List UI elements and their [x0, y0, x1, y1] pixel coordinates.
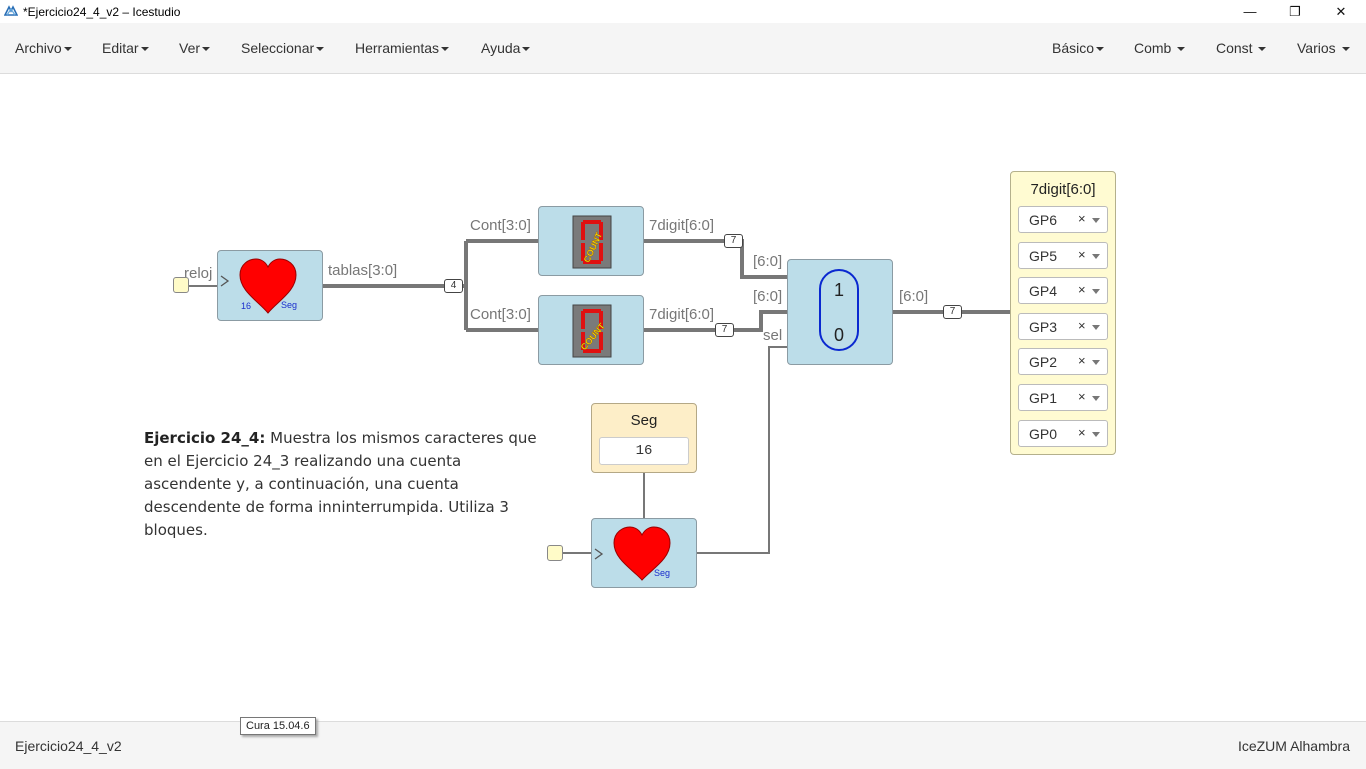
clock-input-port-2[interactable]: [547, 545, 563, 561]
clock-input-label: reloj: [184, 265, 213, 282]
pin-select-gp5[interactable]: GP5×: [1018, 242, 1108, 269]
minimize-icon: —: [1243, 4, 1257, 19]
pin-select-gp2[interactable]: GP2×: [1018, 348, 1108, 375]
prescaler-block-16[interactable]: 16 Seg: [217, 250, 323, 321]
chevron-down-icon[interactable]: [1092, 325, 1100, 330]
pin-select-gp0[interactable]: GP0×: [1018, 420, 1108, 447]
menu-herramientas[interactable]: Herramientas: [355, 40, 450, 56]
comment-title: Ejercicio 24_4:: [144, 429, 266, 447]
wires-layer: [189, 239, 1010, 554]
chevron-down-icon[interactable]: [1092, 360, 1100, 365]
menu-varios[interactable]: Varios: [1297, 40, 1350, 56]
wire-sel: [697, 346, 788, 554]
mux-sel-label: sel: [763, 327, 783, 344]
menu-bar: Archivo Editar Ver Seleccionar Herramien…: [0, 23, 1366, 74]
menu-ayuda[interactable]: Ayuda: [481, 40, 531, 56]
version-tooltip: Cura 15.04.6: [240, 717, 316, 735]
seven-segment-up-icon: COUNT: [572, 215, 612, 269]
prescaler-number: 16: [241, 301, 251, 311]
counter-up-input-label: Cont[3:0]: [470, 217, 531, 234]
constant-seg-block[interactable]: Seg 16: [591, 403, 697, 473]
caret-down-icon: [1177, 47, 1186, 52]
counter-down-output-label: 7digit[6:0]: [649, 306, 715, 323]
caret-down-icon: [63, 47, 72, 52]
output-port-title: 7digit[6:0]: [1030, 181, 1096, 198]
mux-value-1: 1: [833, 280, 844, 300]
close-icon: ✕: [1335, 3, 1347, 19]
prescaler-tag: Seg: [654, 568, 670, 578]
bus-width-badge: 7: [715, 323, 734, 337]
constant-name: Seg: [630, 412, 658, 429]
pin-select-gp6[interactable]: GP6×: [1018, 206, 1108, 233]
title-bar: *Ejercicio24_4_v2 – Icestudio — ❐ ✕: [0, 0, 1366, 23]
chevron-down-icon[interactable]: [1092, 396, 1100, 401]
menu-seleccionar[interactable]: Seleccionar: [241, 40, 325, 56]
status-bar: Ejercicio24_4_v2 IceZUM Alhambra: [0, 721, 1366, 769]
restore-icon: ❐: [1289, 3, 1301, 19]
bus-width-badge: 7: [724, 234, 743, 248]
clear-icon[interactable]: ×: [1078, 353, 1086, 368]
prescaler-tag: Seg: [281, 300, 297, 310]
icestudio-logo-icon: [4, 5, 18, 16]
maximize-button[interactable]: ❐: [1272, 0, 1318, 23]
mux-symbol: [819, 269, 859, 351]
bus-width-badge: 4: [444, 279, 463, 293]
clear-icon[interactable]: ×: [1078, 282, 1086, 297]
caret-down-icon: [202, 47, 211, 52]
board-name[interactable]: IceZUM Alhambra: [1237, 738, 1350, 754]
caret-down-icon: [1258, 47, 1267, 52]
constant-value-input[interactable]: 16: [599, 437, 689, 465]
menu-const[interactable]: Const: [1216, 40, 1267, 56]
clock-input-port[interactable]: [173, 277, 189, 293]
caret-down-icon: [1096, 47, 1105, 52]
prescaler-block-seg[interactable]: Seg: [591, 518, 697, 588]
clear-icon[interactable]: ×: [1078, 247, 1086, 262]
minimize-button[interactable]: —: [1227, 0, 1273, 23]
design-canvas[interactable]: reloj 16 Seg tablas[3:0] 4 Cont[3:0] COU…: [0, 74, 1366, 720]
caret-down-icon: [522, 47, 531, 52]
mux-block[interactable]: 1 0: [787, 259, 893, 365]
clear-icon[interactable]: ×: [1078, 425, 1086, 440]
counter-up-display-block[interactable]: COUNT: [538, 206, 644, 276]
menu-archivo[interactable]: Archivo: [15, 40, 72, 56]
comment-block[interactable]: Ejercicio 24_4: Muestra los mismos carac…: [144, 427, 544, 542]
clear-icon[interactable]: ×: [1078, 389, 1086, 404]
counter-down-display-block[interactable]: COUNT: [538, 295, 644, 365]
counter-down-input-label: Cont[3:0]: [470, 306, 531, 323]
counter-up-output-label: 7digit[6:0]: [649, 217, 715, 234]
chevron-down-icon[interactable]: [1092, 289, 1100, 294]
menu-ver[interactable]: Ver: [179, 40, 211, 56]
pin-select-gp1[interactable]: GP1×: [1018, 384, 1108, 411]
output-port-7digit[interactable]: 7digit[6:0] GP6× GP5× GP4× GP3× GP2× GP1…: [1010, 171, 1116, 455]
menu-comb[interactable]: Comb: [1134, 40, 1186, 56]
chevron-down-icon[interactable]: [1092, 218, 1100, 223]
window-title: *Ejercicio24_4_v2 – Icestudio: [23, 5, 181, 19]
comment-body: Muestra los mismos caracteres que en el …: [144, 429, 537, 539]
mux-output-label: [6:0]: [899, 288, 929, 305]
seven-segment-down-icon: COUNT: [572, 304, 612, 358]
menu-editar[interactable]: Editar: [102, 40, 149, 56]
caret-down-icon: [441, 47, 450, 52]
mux-value-0: 0: [833, 325, 844, 345]
pin-select-gp4[interactable]: GP4×: [1018, 277, 1108, 304]
heart-icon: 16 Seg: [220, 258, 297, 314]
caret-down-icon: [140, 47, 149, 52]
tablas-bus-label: tablas[3:0]: [328, 262, 398, 279]
chevron-down-icon[interactable]: [1092, 254, 1100, 259]
heart-icon: Seg: [594, 526, 671, 581]
caret-down-icon: [316, 47, 325, 52]
mux-input0-label: [6:0]: [753, 288, 783, 305]
wire-down-to-mux: [644, 310, 788, 332]
clear-icon[interactable]: ×: [1078, 318, 1086, 333]
wire-up-to-mux: [644, 239, 788, 279]
clear-icon[interactable]: ×: [1078, 211, 1086, 226]
menu-basico[interactable]: Básico: [1052, 40, 1105, 56]
bus-width-badge: 7: [943, 305, 962, 319]
pin-select-gp3[interactable]: GP3×: [1018, 313, 1108, 340]
chevron-down-icon[interactable]: [1092, 432, 1100, 437]
project-name: Ejercicio24_4_v2: [15, 738, 122, 754]
caret-down-icon: [1341, 47, 1350, 52]
mux-input1-label: [6:0]: [753, 253, 783, 270]
close-button[interactable]: ✕: [1318, 0, 1364, 23]
